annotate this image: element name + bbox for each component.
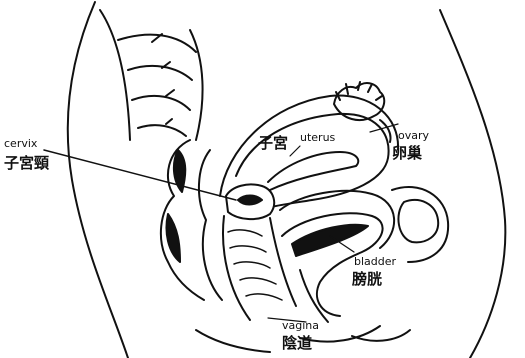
rectum-inner <box>199 150 222 300</box>
cervix-label-zh: 子宮頸 <box>4 156 49 171</box>
uterus-label-zh: 子宮 <box>258 136 288 151</box>
spine-vertebrae <box>100 10 203 140</box>
bladder-lumen <box>292 225 368 256</box>
vagina-canal <box>223 216 296 320</box>
pubic-bone <box>398 200 438 242</box>
ovary-label-zh: 卵巢 <box>392 146 422 161</box>
vagina-label-en: vagina <box>282 320 319 331</box>
abdominal-wall <box>440 10 505 358</box>
cervix-leader-line <box>44 150 236 200</box>
cervix-opening <box>238 196 262 205</box>
bladder-label-en: bladder <box>354 256 396 267</box>
uterus-label-en: uterus <box>300 132 335 143</box>
cervix-label-en: cervix <box>4 138 37 149</box>
vagina-label-zh: 陰道 <box>282 336 312 351</box>
uterus-leader-line <box>290 146 300 156</box>
uterus-cavity <box>268 152 358 190</box>
ovary-label-en: ovary <box>398 130 429 141</box>
bladder-label-zh: 膀胱 <box>352 272 382 287</box>
pubic-area <box>392 187 448 262</box>
